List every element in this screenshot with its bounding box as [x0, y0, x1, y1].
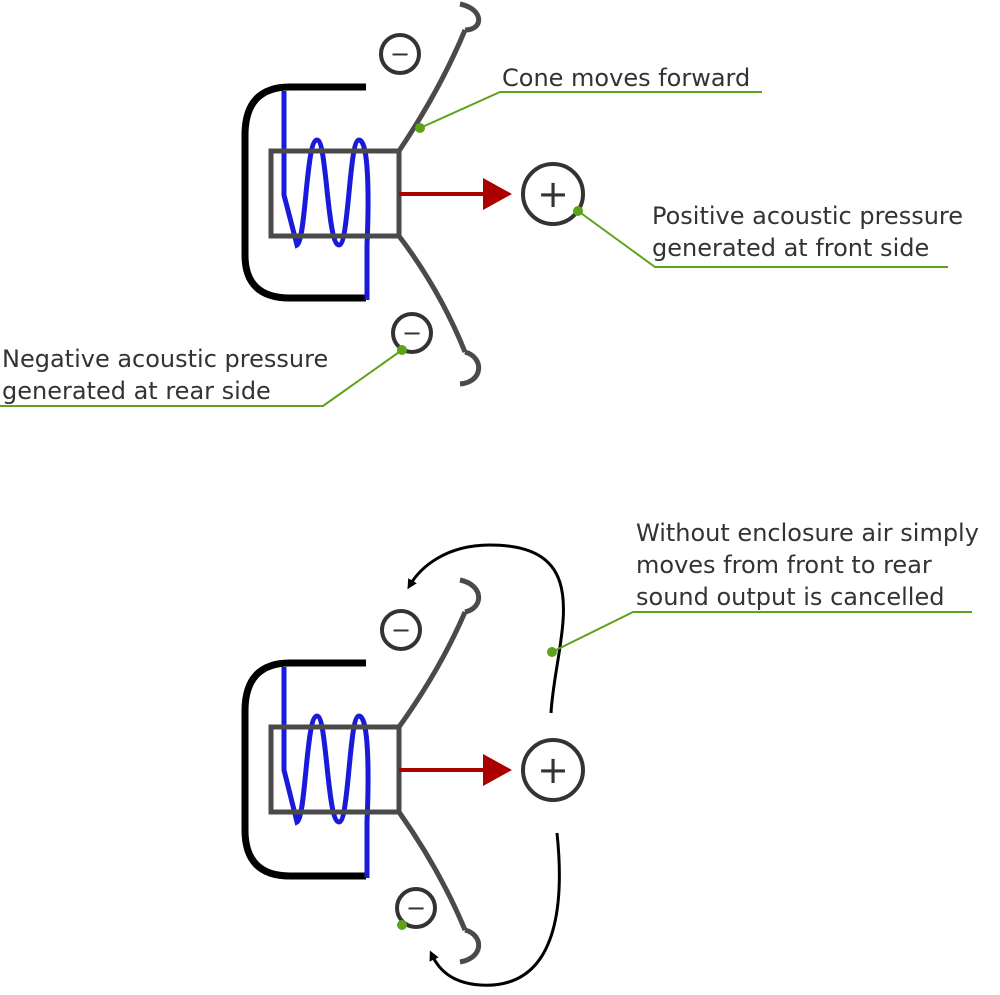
label-note-line1: Without enclosure air simply — [636, 519, 979, 547]
plus-symbol: + — [521, 162, 585, 226]
surround-lower — [459, 349, 482, 387]
leader-dot-negative — [397, 345, 407, 355]
magnet-bracket — [241, 83, 366, 302]
leader-dot-minus — [397, 920, 407, 930]
label-positive-line1: Positive acoustic pressure — [652, 202, 963, 230]
label-note-line3: sound output is cancelled — [636, 583, 944, 611]
voice-coil — [281, 91, 371, 300]
leader-dot-note — [547, 647, 557, 657]
surround-lower — [459, 927, 482, 965]
cone-lower — [397, 234, 468, 353]
leader-negative — [0, 349, 403, 407]
label-negative-line1: Negative acoustic pressure — [2, 345, 328, 373]
svg-text:+: + — [537, 172, 569, 216]
label-cone-moves: Cone moves forward — [502, 64, 750, 92]
svg-text:−: − — [402, 319, 422, 347]
label-negative-line2: generated at rear side — [2, 377, 271, 405]
leader-cone — [419, 91, 762, 129]
airflow-arrow-lower — [429, 832, 561, 987]
cone-upper — [396, 29, 468, 153]
minus-symbol-bottom: − — [395, 887, 437, 929]
label-positive-line2: generated at front side — [652, 234, 929, 262]
cone-lower — [396, 810, 468, 931]
leader-positive — [577, 210, 948, 268]
svg-text:−: − — [390, 40, 410, 68]
plus-symbol: + — [521, 738, 585, 802]
minus-symbol-top: − — [380, 609, 422, 651]
magnet-bracket — [241, 659, 366, 880]
minus-symbol-bottom: − — [391, 312, 433, 354]
leader-dot-positive — [573, 206, 583, 216]
surround-upper — [459, 1, 482, 33]
svg-text:−: − — [406, 894, 426, 922]
voice-coil — [281, 667, 371, 878]
top-speaker: − + − Cone moves forward Positive acoust… — [0, 1, 963, 407]
surround-upper — [459, 577, 482, 615]
svg-text:+: + — [537, 748, 569, 792]
motion-arrow-head — [483, 178, 512, 210]
minus-symbol-top: − — [379, 33, 421, 75]
bottom-speaker: − + − Without enclosure air simply moves… — [241, 519, 979, 987]
leader-dot-cone — [415, 123, 425, 133]
svg-text:−: − — [391, 616, 411, 644]
label-note-line2: moves from front to rear — [636, 551, 932, 579]
airflow-arrow-upper — [407, 543, 565, 714]
leader-note — [551, 611, 972, 653]
cone-upper — [396, 611, 468, 729]
motion-arrow-head — [483, 754, 512, 786]
